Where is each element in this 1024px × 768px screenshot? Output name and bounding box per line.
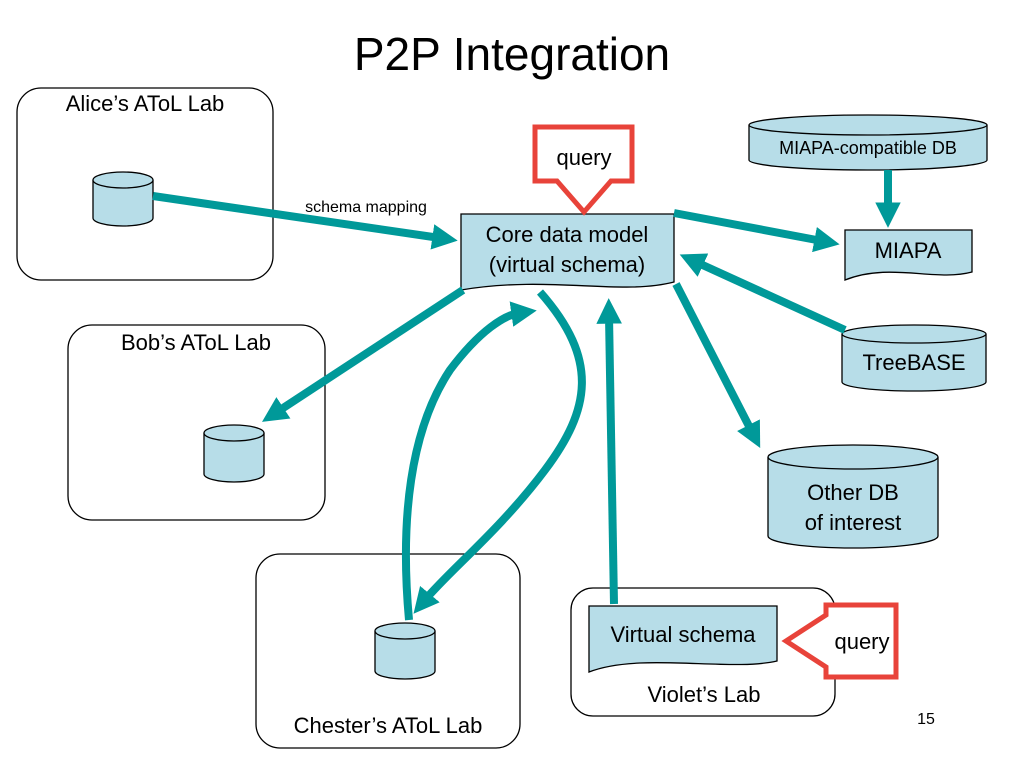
treebase-to-core-arrow — [679, 253, 847, 334]
core-line2: (virtual schema) — [489, 252, 645, 277]
alice-database-icon — [92, 171, 154, 227]
violet-virtual-schema-shape — [588, 605, 778, 673]
violet-to-core-arrow — [596, 298, 622, 605]
miapa-compatible-db-icon — [748, 114, 988, 171]
treebase-db-icon — [841, 324, 987, 392]
core-line1: Core data model — [486, 222, 649, 247]
query-violet-label: query — [834, 629, 889, 654]
schema-mapping-label: schema mapping — [305, 199, 427, 216]
miapa-compatible-db-label: MIAPA-compatible DB — [779, 138, 957, 158]
page-number: 15 — [917, 711, 935, 728]
chester-database-icon — [374, 622, 436, 680]
treebase-label: TreeBASE — [862, 350, 965, 375]
alice-lab-label: Alice’s AToL Lab — [66, 91, 225, 116]
page-title: P2P Integration — [354, 28, 670, 80]
chester-lab-label: Chester’s AToL Lab — [294, 713, 483, 738]
core-to-miapa-arrow — [673, 209, 840, 253]
query-arrow-violet — [781, 602, 899, 680]
core-to-bob-arrow — [262, 286, 466, 422]
miapa-shape — [844, 229, 973, 281]
core-data-model-shape — [460, 213, 675, 291]
bob-database-icon — [203, 424, 265, 483]
core-to-other-db-arrow — [672, 282, 761, 448]
chester-to-core-arrow — [401, 301, 537, 621]
other-db-line2: of interest — [805, 510, 902, 535]
alice-to-core-arrow — [152, 192, 458, 250]
bob-lab-label: Bob’s AToL Lab — [121, 330, 271, 355]
query-top-label: query — [556, 145, 611, 170]
core-to-chester-arrow — [413, 289, 586, 614]
miapa-label: MIAPA — [875, 238, 942, 263]
other-db-line1: Other DB — [807, 480, 899, 505]
violet-lab-label: Violet’s Lab — [648, 682, 761, 707]
violet-virtual-schema-label: Virtual schema — [610, 622, 756, 647]
other-db-icon — [767, 444, 939, 549]
query-arrow-top — [532, 124, 635, 216]
